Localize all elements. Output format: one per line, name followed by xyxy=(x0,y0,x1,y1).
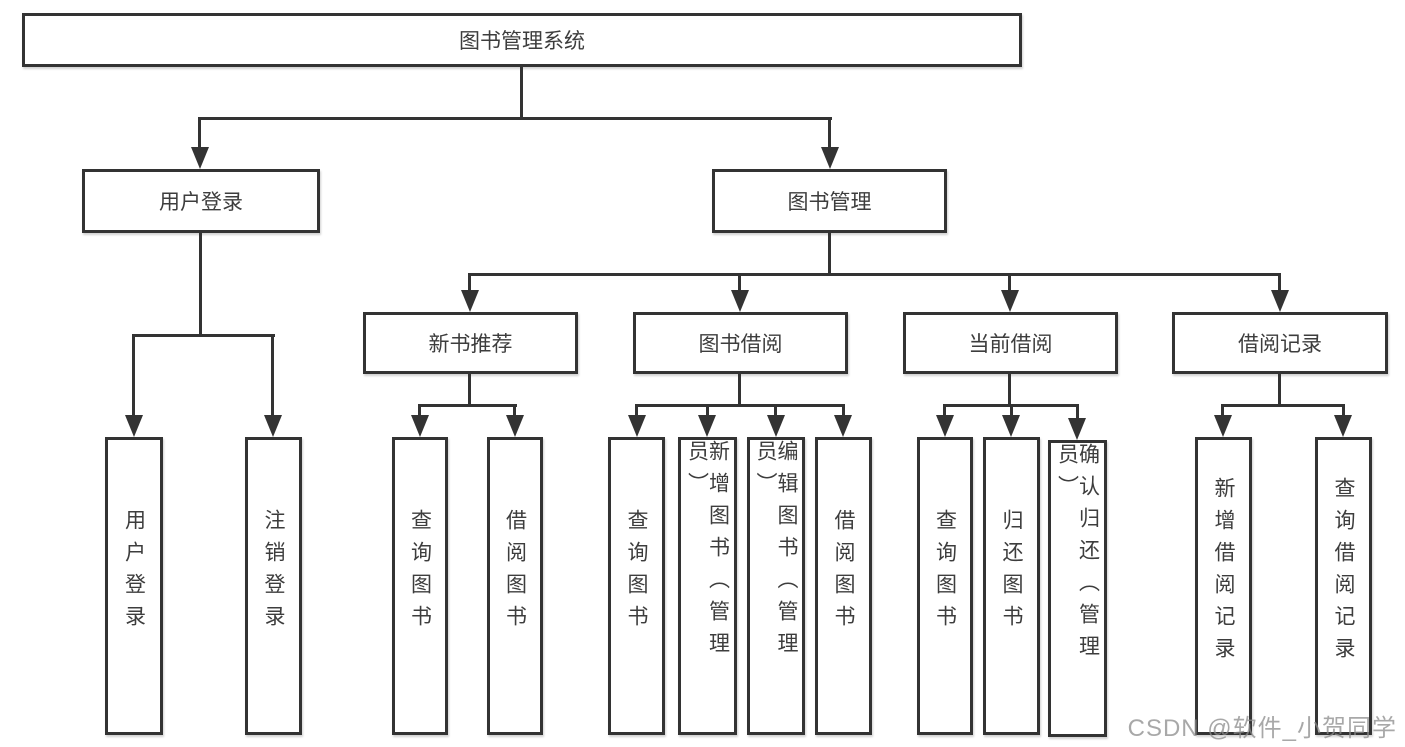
node-label: 查询图书 xyxy=(625,509,648,637)
leaf-records-add: 新增借阅记录 xyxy=(1195,437,1252,735)
connector-line xyxy=(1008,373,1011,407)
arrow-down-icon xyxy=(1068,418,1086,440)
connector-line xyxy=(418,404,517,407)
connector-line xyxy=(706,404,709,420)
arrow-down-icon xyxy=(1001,290,1019,312)
connector-line xyxy=(132,334,135,418)
csdn-watermark: CSDN @软件_小贺同学 xyxy=(1127,715,1397,742)
arrow-down-icon xyxy=(628,415,646,437)
leaf-newbooks-borrow: 借阅图书 xyxy=(487,437,543,735)
connector-line xyxy=(943,404,946,420)
connector-line xyxy=(513,404,516,420)
node-label: 用户登录 xyxy=(159,191,243,214)
connector-line xyxy=(468,273,1281,276)
connector-line xyxy=(774,404,777,420)
arrow-down-icon xyxy=(936,415,954,437)
node-label: 用户登录 xyxy=(122,509,146,637)
arrow-down-icon xyxy=(834,415,852,437)
connector-line xyxy=(828,233,831,275)
leaf-newbooks-query: 查询图书 xyxy=(392,437,448,735)
connector-line xyxy=(468,373,471,407)
connector-line xyxy=(198,117,832,120)
connector-line xyxy=(635,404,638,420)
leaf-user-login: 用户登录 xyxy=(105,437,163,735)
node-root: 图书管理系统 xyxy=(22,13,1022,67)
node-label: 借阅记录 xyxy=(1238,333,1322,356)
node-label: 注销登录 xyxy=(262,509,285,637)
leaf-current-return: 归还图书 xyxy=(983,437,1040,735)
connector-line xyxy=(828,117,831,153)
node-label: 图书管理 xyxy=(787,191,872,214)
connector-line xyxy=(842,404,845,420)
leaf-current-query: 查询图书 xyxy=(917,437,973,735)
connector-line xyxy=(1278,373,1281,407)
node-label: 查询借阅记录 xyxy=(1332,477,1355,669)
arrow-down-icon xyxy=(1271,290,1289,312)
arrow-down-icon xyxy=(191,147,209,169)
leaf-borrow-add-admin: 新增图书（管理员） xyxy=(678,437,737,735)
leaf-borrow-query: 查询图书 xyxy=(608,437,665,735)
connector-line xyxy=(1221,404,1345,407)
connector-line xyxy=(1221,404,1224,420)
node-label: 新增借阅记录 xyxy=(1212,477,1235,669)
node-label: 当前借阅 xyxy=(968,333,1053,356)
connector-line xyxy=(418,404,421,420)
node-label: 归还图书 xyxy=(1000,509,1023,637)
connector-line xyxy=(738,373,741,407)
arrow-down-icon xyxy=(506,415,524,437)
node-borrow-records: 借阅记录 xyxy=(1172,312,1388,374)
connector-line xyxy=(271,334,274,418)
node-label: 借阅图书 xyxy=(503,509,527,637)
node-label: 新书推荐 xyxy=(428,333,513,356)
connector-line xyxy=(198,117,201,153)
arrow-down-icon xyxy=(698,415,716,437)
node-label: 图书借阅 xyxy=(698,333,783,356)
connector-line xyxy=(738,273,741,293)
arrow-down-icon xyxy=(1214,415,1232,437)
connector-line xyxy=(1342,404,1345,420)
node-new-book-recommend: 新书推荐 xyxy=(363,312,578,374)
arrow-down-icon xyxy=(461,290,479,312)
arrow-down-icon xyxy=(767,415,785,437)
connector-line xyxy=(1076,404,1079,420)
connector-line xyxy=(1008,273,1011,293)
arrow-down-icon xyxy=(1002,415,1020,437)
connector-line xyxy=(635,404,845,407)
arrow-down-icon xyxy=(731,290,749,312)
connector-line xyxy=(132,334,275,337)
node-label: 图书管理系统 xyxy=(459,30,585,53)
leaf-logout: 注销登录 xyxy=(245,437,302,735)
arrow-down-icon xyxy=(264,415,282,437)
node-current-borrow: 当前借阅 xyxy=(903,312,1118,374)
arrow-down-icon xyxy=(821,147,839,169)
node-label: 新增图书（管理员） xyxy=(685,440,730,664)
leaf-borrow-edit-admin: 编辑图书（管理员） xyxy=(747,437,805,735)
node-label: 编辑图书（管理员） xyxy=(754,440,798,664)
leaf-current-confirm-admin: 确认归还（管理员） xyxy=(1048,440,1107,737)
leaf-borrow-borrow: 借阅图书 xyxy=(815,437,872,735)
leaf-records-query: 查询借阅记录 xyxy=(1315,437,1372,735)
node-book-management: 图书管理 xyxy=(712,169,947,233)
arrow-down-icon xyxy=(1334,415,1352,437)
node-label: 查询图书 xyxy=(408,509,432,637)
node-label: 确认归还（管理员） xyxy=(1055,443,1100,667)
connector-line xyxy=(520,67,523,119)
connector-line xyxy=(1278,273,1281,293)
connector-line xyxy=(199,233,202,336)
node-book-borrow: 图书借阅 xyxy=(633,312,848,374)
node-label: 借阅图书 xyxy=(832,509,855,637)
connector-line xyxy=(468,273,471,293)
arrow-down-icon xyxy=(411,415,429,437)
connector-line xyxy=(1010,404,1013,420)
node-label: 查询图书 xyxy=(933,509,957,637)
node-user-login: 用户登录 xyxy=(82,169,320,233)
arrow-down-icon xyxy=(125,415,143,437)
